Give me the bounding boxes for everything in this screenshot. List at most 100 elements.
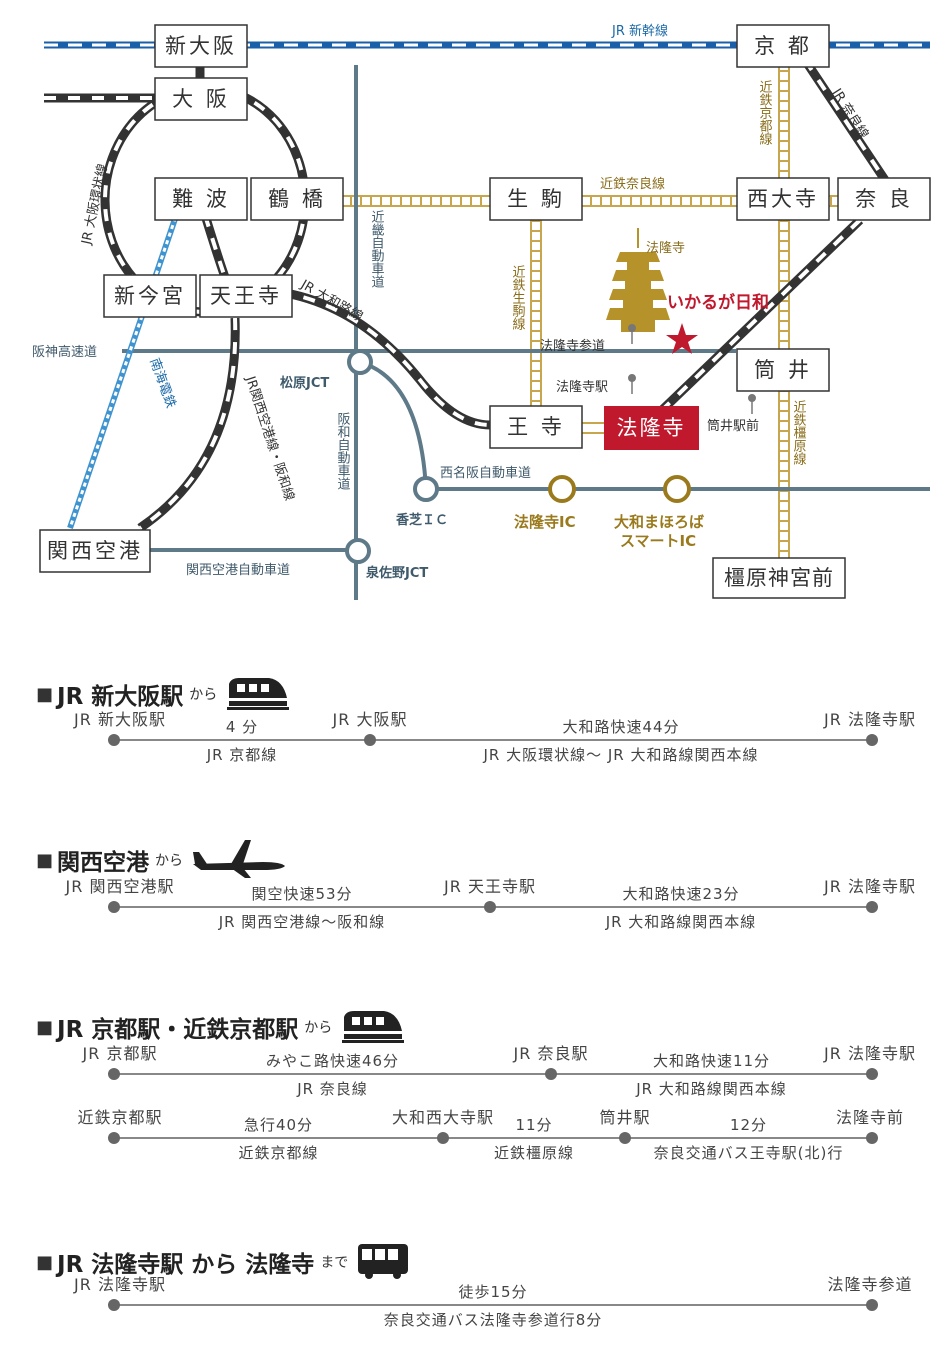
pagoda-icon (606, 228, 670, 332)
star-icon (666, 323, 698, 354)
segment-line-name: JR 奈良線 (297, 1080, 368, 1098)
route-suffix: から (304, 1020, 333, 1036)
train-icon (225, 672, 290, 716)
station-dot (108, 1132, 120, 1144)
segment-time: 12分 (729, 1116, 768, 1134)
label-tsutsui-ekimae: 筒井駅前 (707, 418, 759, 434)
label-kintetsu-kashihara: 近鉄橿原線 (791, 400, 807, 465)
segment-line-name: 奈良交通バス法隆寺参道行8分 (383, 1311, 603, 1329)
route-line (114, 1073, 872, 1075)
segment-time: 大和路快速11分 (652, 1052, 771, 1070)
station-dot (364, 734, 376, 746)
label-kashiba-ic: 香芝ＩＣ (395, 512, 448, 528)
route-station-name: 近鉄京都駅 (77, 1108, 163, 1127)
station-dot (484, 901, 496, 913)
station-dot (108, 734, 120, 746)
route-title: JR 新大阪駅 (57, 684, 184, 710)
airplane-icon (191, 838, 287, 882)
segment-time: 大和路快速44分 (562, 718, 680, 736)
label-nankai: 南海電鉄 (146, 356, 179, 410)
label-horyuji-ic: 法隆寺IC (514, 513, 576, 531)
route-station-name: JR 天王寺駅 (444, 877, 536, 896)
segment-time: 関空快速53分 (251, 885, 353, 903)
route-heading: ■関西空港から (36, 838, 287, 882)
label-sando: 法隆寺参道 (540, 338, 605, 354)
route-suffix: まで (320, 1255, 349, 1271)
station-ikoma: 生 駒 (507, 187, 565, 211)
label-kanku-expressway: 関西空港自動車道 (186, 563, 290, 578)
label-matsubara-jct: 松原JCT (280, 375, 329, 391)
route-station-name: JR 京都駅 (82, 1044, 158, 1063)
station-shin-osaka: 新大阪 (165, 34, 237, 58)
segment-line-name: 近鉄橿原線 (493, 1144, 575, 1162)
access-map: 新大阪 京 都 大 阪 難 波 鶴 橋 生 駒 西大寺 奈 良 新今宮 天王寺 … (32, 23, 931, 600)
station-horyuji: 法隆寺 (617, 416, 686, 440)
route-station-name: JR 法隆寺駅 (824, 1044, 916, 1063)
route-station-name: JR 関西空港駅 (65, 877, 175, 896)
bus-stop-pins (628, 324, 756, 414)
label-horyuji-temple: 法隆寺 (646, 241, 685, 256)
route-station-name: JR 奈良駅 (513, 1044, 589, 1063)
route-line (114, 1304, 872, 1306)
segment-line-name: JR 大和路線関西本線 (636, 1080, 787, 1098)
label-izumisano-jct: 泉佐野JCT (366, 565, 428, 581)
route-station-name: JR 法隆寺駅 (824, 877, 916, 896)
square-bullet-icon: ■ (36, 683, 54, 705)
square-bullet-icon: ■ (36, 1251, 54, 1273)
label-horyuji-eki: 法隆寺駅 (556, 380, 608, 395)
segment-line-name: JR 大阪環状線〜 JR 大和路線関西本線 (483, 746, 759, 764)
segment-time: 大和路快速23分 (622, 885, 740, 903)
label-kintetsu-nara: 近鉄奈良線 (600, 176, 665, 192)
label-yamato-ic-2: スマートIC (620, 532, 696, 550)
route-title: JR 京都駅・近鉄京都駅 (57, 1017, 299, 1043)
station-shinimamiya: 新今宮 (114, 284, 186, 308)
station-dot (108, 901, 120, 913)
segment-line-name: JR 大和路線関西本線 (605, 913, 757, 931)
station-dot (108, 1068, 120, 1080)
station-namba: 難 波 (172, 187, 230, 211)
station-dot (545, 1068, 557, 1080)
label-kinki-expressway: 近畿自動車道 (369, 210, 385, 288)
train-icon (340, 1005, 405, 1049)
route-heading: ■JR 京都駅・近鉄京都駅から (36, 1005, 405, 1049)
segment-line-name: JR 関西空港線〜阪和線 (218, 913, 386, 931)
station-dot (866, 1068, 878, 1080)
label-kanku-line: JR関西空港線・阪和線 (242, 373, 298, 502)
route-heading: ■JR 法隆寺駅 から 法隆寺まで (36, 1240, 410, 1284)
segment-time: みやこ路快速46分 (265, 1052, 400, 1070)
route-station-name: 法隆寺前 (835, 1108, 905, 1127)
nankai-line (67, 209, 181, 529)
label-yamato-ic-1: 大和まほろば (614, 513, 704, 531)
route-suffix: から (155, 853, 184, 869)
label-kintetsu-ikoma: 近鉄生駒線 (510, 265, 526, 330)
route-line (114, 739, 872, 741)
route-suffix: から (189, 687, 218, 703)
label-kintetsu-kyoto: 近鉄京都線 (757, 80, 773, 145)
station-dot (866, 734, 878, 746)
station-tennoji: 天王寺 (210, 284, 282, 308)
route-line (114, 1137, 872, 1139)
segment-time: 急行40分 (243, 1116, 314, 1134)
segment-time: 徒歩15分 (458, 1283, 528, 1301)
station-dot (866, 1132, 878, 1144)
bus-icon (356, 1240, 410, 1284)
station-dot (866, 1299, 878, 1311)
station-saidaiji: 西大寺 (747, 187, 819, 211)
station-dot (619, 1132, 631, 1144)
route-station-name: JR 大阪駅 (332, 710, 408, 729)
route-station-name: 大和西大寺駅 (391, 1108, 495, 1127)
label-hanshin-expressway: 阪神高速道 (32, 344, 97, 360)
label-ikaruga: いかるが日和 (667, 292, 769, 313)
square-bullet-icon: ■ (36, 849, 54, 871)
jct-markers (345, 349, 691, 564)
route-station-name: 筒井駅 (599, 1108, 651, 1127)
segment-time: 11分 (515, 1116, 553, 1134)
station-kyoto: 京 都 (754, 34, 812, 58)
label-nishimeihan: 西名阪自動車道 (440, 465, 531, 481)
station-dot (108, 1299, 120, 1311)
station-nara: 奈 良 (855, 187, 913, 211)
segment-line-name: 近鉄京都線 (238, 1144, 319, 1162)
route-station-name: JR 新大阪駅 (74, 710, 166, 729)
route-heading: ■JR 新大阪駅から (36, 672, 290, 716)
label-shinkansen: JR 新幹線 (611, 23, 668, 39)
